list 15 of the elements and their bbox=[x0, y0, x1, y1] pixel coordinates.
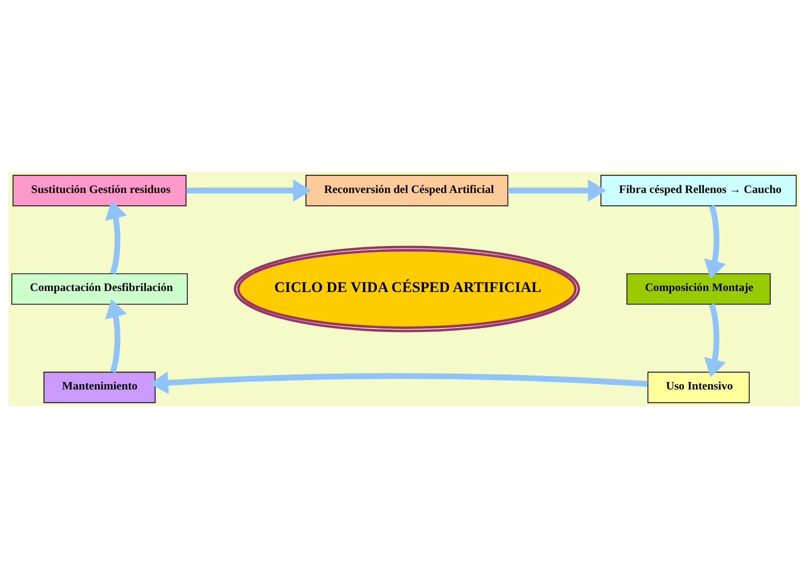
node-box: Fibra césped Rellenos → Caucho bbox=[600, 174, 797, 206]
node-box: Uso Intensivo bbox=[647, 372, 750, 404]
arrow bbox=[105, 200, 127, 274]
arrow bbox=[150, 372, 648, 394]
node-box: Compactación Desfibrilación bbox=[11, 273, 188, 305]
node-ellipse: CICLO DE VIDA CÉSPED ARTIFICIAL bbox=[234, 246, 580, 332]
node-box: Mantenimiento bbox=[44, 372, 156, 404]
arrow bbox=[704, 205, 726, 279]
arrow bbox=[508, 179, 606, 202]
arrow bbox=[186, 179, 312, 202]
arrow bbox=[105, 298, 127, 373]
arrow bbox=[704, 303, 726, 378]
node-box: Sustitución Gestión residuos bbox=[12, 174, 186, 206]
node-box: Reconversión del Césped Artificial bbox=[306, 174, 508, 206]
node-box: Composición Montaje bbox=[626, 273, 771, 305]
